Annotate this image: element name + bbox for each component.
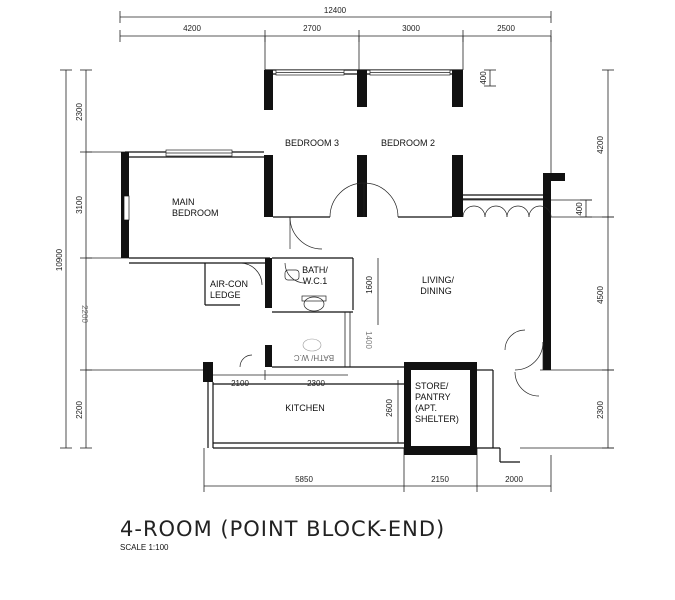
bottom-dim-3: 2000 — [505, 475, 523, 484]
right-small-dim-2: 400 — [575, 202, 584, 216]
right-small-dim-1: 400 — [479, 71, 488, 85]
bottom-dimensions: 5850 2150 2000 — [203, 448, 552, 492]
kitchen-height-dim: 2600 — [385, 399, 394, 417]
top-dim-3: 3000 — [402, 24, 420, 33]
right-dimensions: 4200 4500 2300 400 400 — [463, 69, 614, 449]
inner-dimensions: 2100 2300 1600 2600 1400 BATH/ W.C — [213, 258, 399, 443]
bath-label-1: BATH/ — [302, 265, 328, 275]
kitchen-right-dim: 2300 — [307, 379, 325, 388]
kitchen-left-dim: 2100 — [231, 379, 249, 388]
top-dim-2: 2700 — [303, 24, 321, 33]
bedroom2-label: BEDROOM 2 — [381, 138, 435, 148]
top-dim-4: 2500 — [497, 24, 515, 33]
bottom-dim-2: 2150 — [431, 475, 449, 484]
store-label-1: STORE/ — [415, 381, 449, 391]
living-label-2: DINING — [420, 286, 452, 296]
left-dim-2: 3100 — [75, 196, 84, 214]
left-dim-mirrored: 2200 — [80, 305, 89, 323]
store-label-2: PANTRY — [415, 392, 451, 402]
bath-side-dim: 1400 — [364, 331, 373, 349]
top-dimensions: 12400 4200 2700 3000 2500 — [119, 6, 552, 175]
left-dim-3: 2200 — [75, 401, 84, 419]
top-dim-1: 4200 — [183, 24, 201, 33]
walls — [121, 69, 565, 463]
windows — [165, 69, 451, 157]
bath-height-dim: 1600 — [365, 276, 374, 294]
bottom-dim-1: 5850 — [295, 475, 313, 484]
left-dim-1: 2300 — [75, 103, 84, 121]
left-total-dim: 10900 — [55, 248, 64, 271]
right-dim-1: 4200 — [596, 136, 605, 154]
bedroom3-label: BEDROOM 3 — [285, 138, 339, 148]
bath-mirrored-label: BATH/ W.C — [294, 353, 335, 362]
bath-label-2: W.C.1 — [303, 276, 328, 286]
living-label-1: LIVING/ — [422, 275, 455, 285]
store-label-4: SHELTER) — [415, 414, 459, 424]
doors — [239, 182, 552, 397]
right-dim-2: 4500 — [596, 286, 605, 304]
plan-title: 4-ROOM (POINT BLOCK-END) — [120, 517, 445, 541]
main-bedroom-label-2: BEDROOM — [172, 208, 219, 218]
top-total-dim: 12400 — [324, 6, 347, 15]
kitchen-label: KITCHEN — [285, 403, 325, 413]
store-label-3: (APT. — [415, 403, 437, 413]
right-dim-3: 2300 — [596, 401, 605, 419]
aircon-label-1: AIR-CON — [210, 279, 248, 289]
room-labels: BEDROOM 3 BEDROOM 2 MAIN BEDROOM LIVING/… — [172, 138, 459, 424]
main-bedroom-label-1: MAIN — [172, 197, 195, 207]
scale-label: SCALE 1:100 — [120, 543, 169, 552]
aircon-label-2: LEDGE — [210, 290, 241, 300]
bathroom-fixtures — [284, 269, 351, 367]
left-dimensions: 10900 2300 3100 2200 2200 — [55, 69, 205, 449]
